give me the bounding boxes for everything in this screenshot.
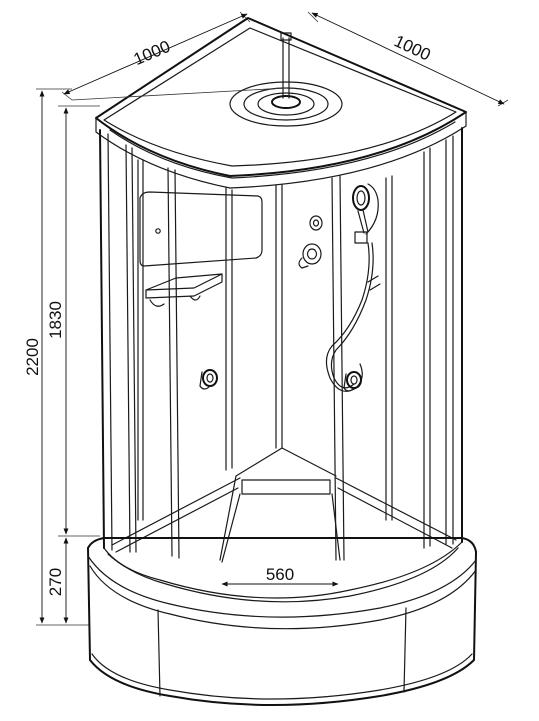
mirror-panel bbox=[139, 191, 263, 267]
width-left-label: 1000 bbox=[131, 37, 173, 69]
glass-shelf bbox=[145, 273, 223, 307]
dimension-total-height bbox=[36, 88, 90, 626]
back-wall-left bbox=[137, 159, 283, 521]
cabin-roof bbox=[71, 17, 467, 189]
door-handle-right bbox=[343, 371, 362, 392]
tray-height-label: 270 bbox=[46, 568, 65, 596]
control-knobs bbox=[298, 215, 323, 269]
back-wall-right bbox=[385, 175, 393, 521]
door-handle-left bbox=[199, 369, 218, 390]
tray-inner-width-label: 560 bbox=[266, 565, 294, 584]
tray-interior bbox=[103, 447, 463, 603]
door-frames bbox=[99, 127, 463, 561]
dimension-cabin-height bbox=[58, 105, 100, 537]
dimension-width-right bbox=[307, 11, 509, 107]
cabin-height-label: 1830 bbox=[46, 301, 65, 339]
dimension-width-left bbox=[61, 11, 251, 101]
width-right-label: 1000 bbox=[391, 31, 433, 64]
tray-base bbox=[87, 537, 477, 706]
total-height-label: 2200 bbox=[23, 338, 42, 376]
